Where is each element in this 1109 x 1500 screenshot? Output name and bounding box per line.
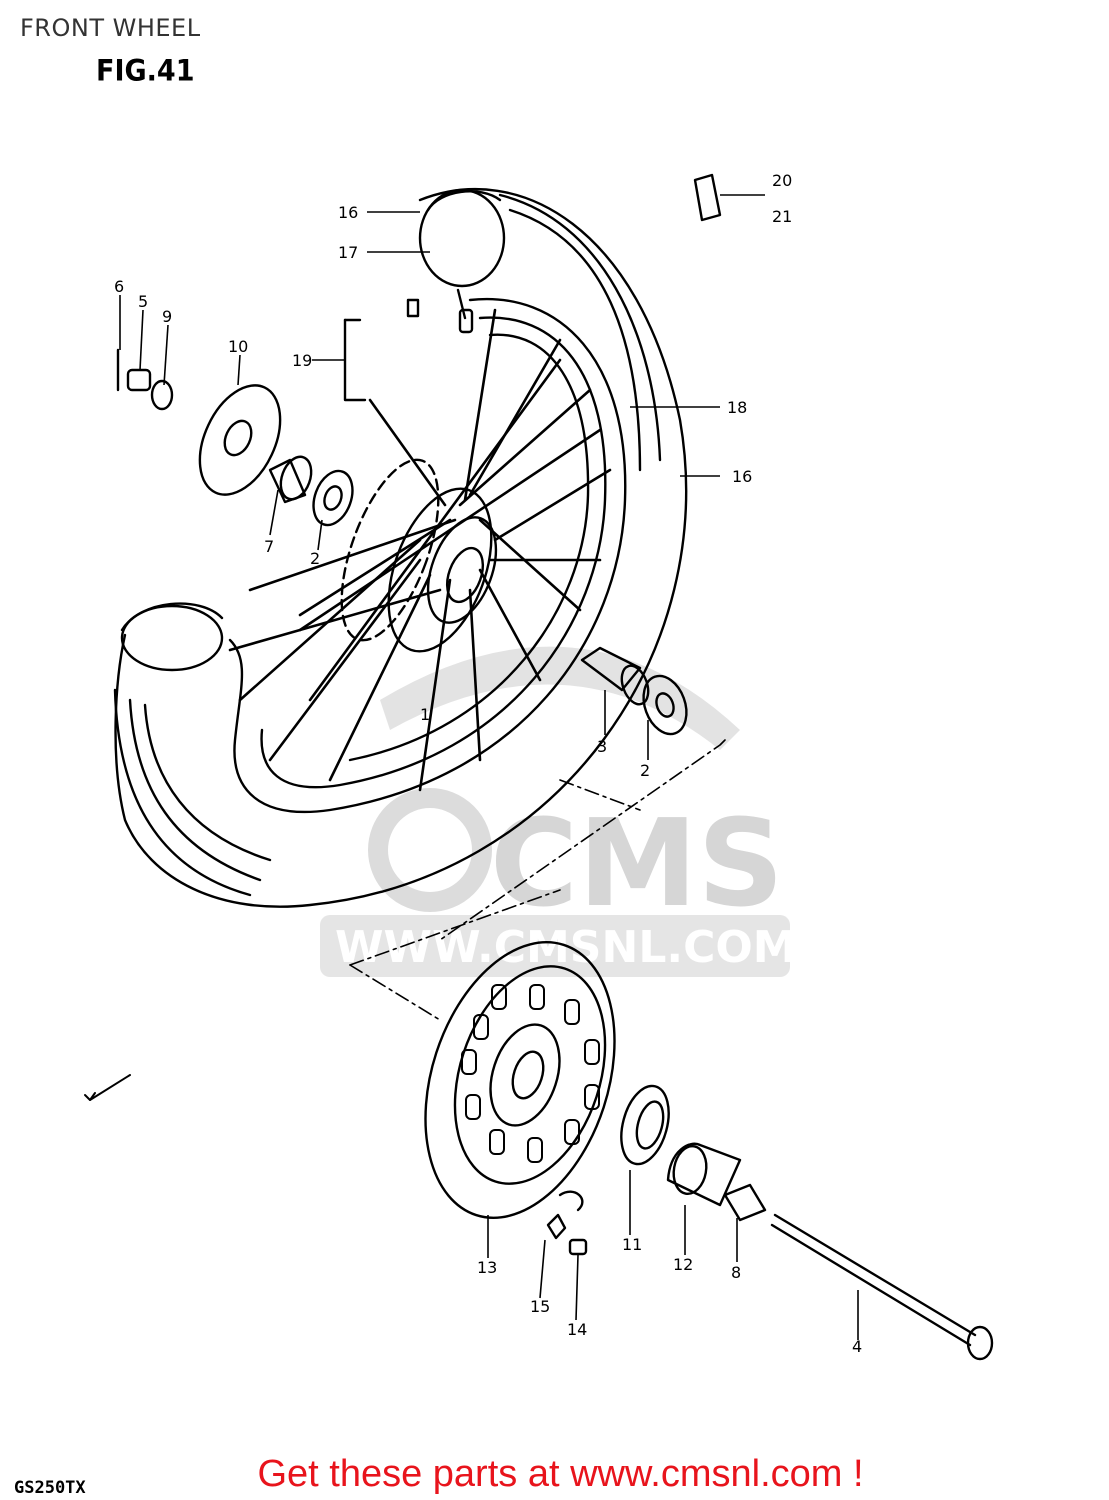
callout-19: 18 — [727, 398, 747, 417]
callout-17: 16 — [338, 203, 358, 222]
rim — [228, 297, 627, 814]
buy-parts-link[interactable]: Get these parts at www.cmsnl.com ! — [0, 1453, 1109, 1496]
callout-5: 5 — [138, 292, 148, 311]
callout-2-right: 2 — [640, 761, 650, 780]
left-hardware — [116, 348, 354, 527]
disc-bolt — [546, 1190, 588, 1256]
callout-3: 3 — [597, 737, 607, 756]
center-line — [349, 739, 726, 1021]
callout-18: 17 — [338, 243, 358, 262]
callout-6: 6 — [114, 277, 124, 296]
figure-number: FIG.41 — [96, 54, 195, 89]
tire — [113, 187, 688, 908]
forward-arrow — [84, 1074, 131, 1101]
callout-16: 16 — [732, 467, 752, 486]
callout-1: 1 — [420, 705, 430, 724]
callout-4: 4 — [852, 1337, 862, 1356]
callout-labels: 16 17 19 18 16 20 21 6 5 9 10 7 2 1 3 2 … — [114, 171, 862, 1356]
hub — [340, 458, 498, 653]
right-hardware — [580, 646, 688, 736]
spacer — [723, 1183, 767, 1222]
model-code: GS250TX — [14, 1478, 86, 1498]
page-title: FRONT WHEEL — [20, 14, 201, 42]
callout-12: 12 — [673, 1255, 693, 1274]
axle — [770, 1213, 994, 1361]
valve-stem — [406, 288, 474, 334]
callout-20: 19 — [292, 351, 312, 370]
callout-14: 14 — [567, 1320, 587, 1339]
callout-15: 15 — [530, 1297, 550, 1316]
watermark-brand: CMS — [490, 795, 784, 934]
watermark-logo: CMS WWW.CMSNL.COM — [320, 646, 797, 977]
callout-8: 8 — [731, 1263, 741, 1282]
callout-2-left: 2 — [310, 549, 320, 568]
callout-21: 20 — [772, 171, 792, 190]
callout-leaders — [119, 194, 859, 1340]
callout-10: 10 — [228, 337, 248, 356]
callout-13: 13 — [477, 1258, 497, 1277]
watermark-url: WWW.CMSNL.COM — [335, 922, 797, 973]
callout-9: 9 — [162, 307, 172, 326]
callout-11: 11 — [622, 1235, 642, 1254]
callout-22: 21 — [772, 207, 792, 226]
valve-cap — [693, 173, 722, 222]
buy-parts-link-text: Get these parts at www.cmsnl.com ! — [257, 1453, 864, 1495]
callout-7: 7 — [264, 537, 274, 556]
gear-retainer — [620, 1084, 670, 1166]
disc-holes — [461, 984, 600, 1163]
speedometer-gearbox — [666, 1142, 742, 1207]
brake-disc — [424, 941, 616, 1219]
